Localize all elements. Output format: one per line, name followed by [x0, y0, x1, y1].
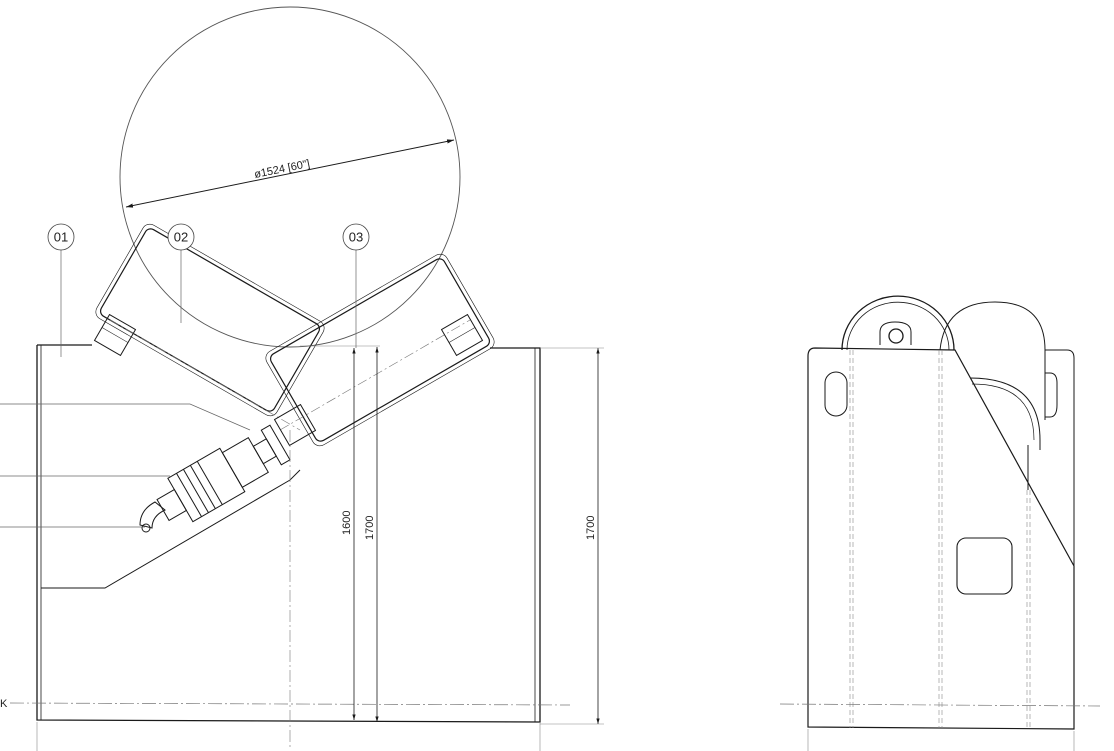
dim-1700-inner-label: 1700: [364, 516, 376, 540]
balloon-01: [47, 223, 75, 251]
front-view: [0, 6, 604, 751]
side-plate-right-section: [1045, 349, 1075, 566]
inner-pulley-arc: [969, 377, 1041, 450]
side-plate: [807, 347, 1075, 730]
balloon-01-label: 01: [54, 230, 68, 245]
pulley-bore: [888, 328, 904, 344]
rear-roller-outline: [939, 301, 1046, 420]
section-marker-k: K: [0, 698, 8, 710]
frame-outline: [36, 344, 541, 723]
roller-02-axis: [109, 319, 301, 431]
motor-elbow-fitting: [139, 501, 166, 533]
hidden-lines: [849, 350, 1031, 729]
bearing-left: [93, 313, 137, 357]
access-window: [956, 537, 1013, 595]
dim-1600-label: 1600: [341, 511, 353, 535]
drive-motor: [156, 424, 291, 523]
slot-left: [824, 371, 848, 417]
reel-circle: [119, 6, 461, 348]
roller-03-axis: [279, 319, 471, 431]
pulley-hub: [879, 321, 912, 345]
side-centerline: [779, 703, 1101, 707]
balloon-03-label: 03: [349, 230, 363, 245]
slot-right: [1045, 372, 1058, 418]
inner-pulley-arc2: [971, 383, 1035, 441]
dim-1700-right-label: 1700: [585, 516, 597, 540]
leader-line: [0, 403, 251, 431]
balloon-02-label: 02: [174, 230, 188, 245]
front-pulley-inner: [846, 301, 950, 351]
balloon-03: [342, 223, 370, 251]
roller-02: [95, 223, 325, 417]
front-pulley-outer: [841, 295, 955, 351]
balloon-02: [167, 223, 195, 251]
diameter-dimension-line: [125, 139, 455, 208]
side-view: [779, 295, 1101, 751]
bearing-right: [440, 313, 484, 357]
support-plate: [41, 469, 301, 589]
section-line-k: [9, 702, 571, 706]
reel-diameter-label: ø1524 [60"]: [253, 158, 311, 181]
bearing-center: [273, 403, 317, 447]
roller-03: [265, 253, 495, 447]
